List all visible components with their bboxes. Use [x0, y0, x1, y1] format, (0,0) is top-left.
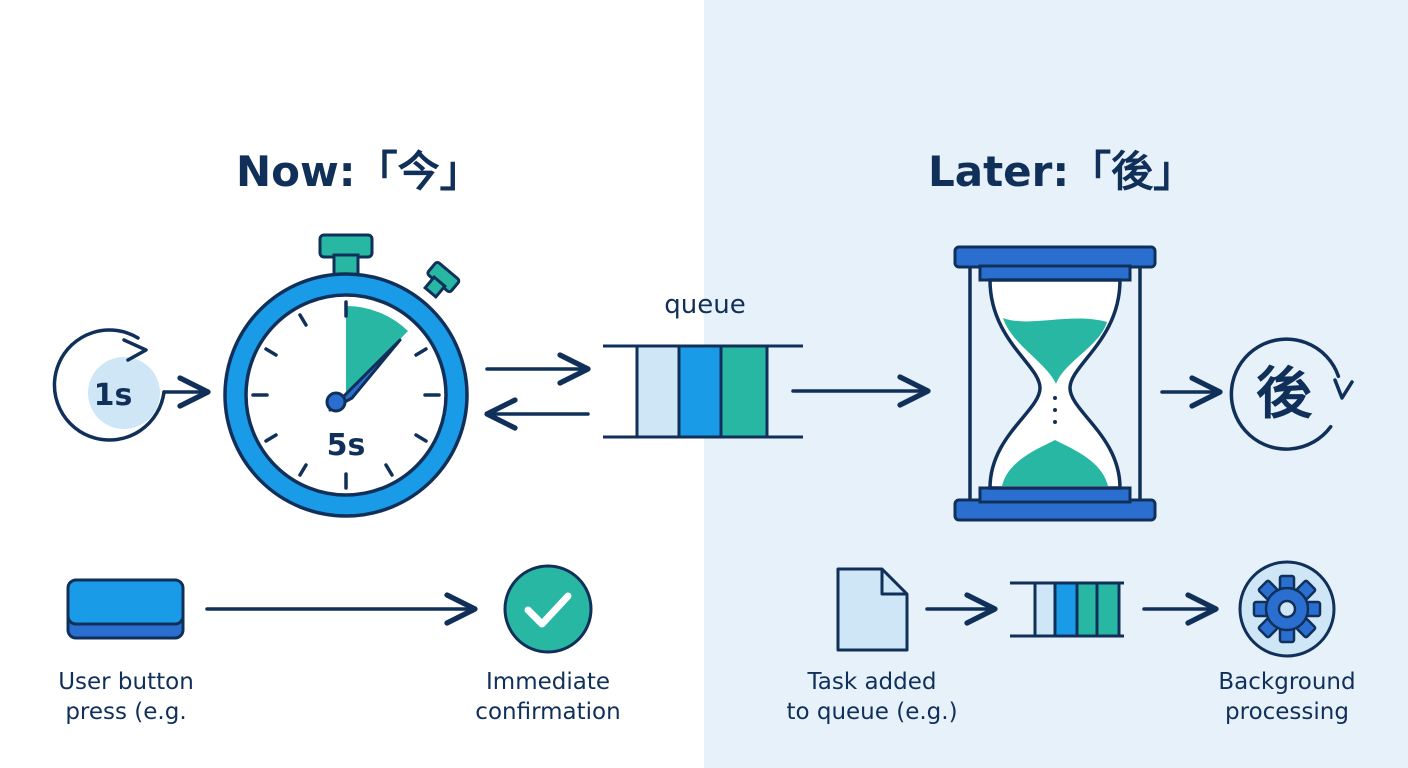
queue-icon: [603, 344, 803, 439]
now-heading: Now:「今」: [236, 147, 482, 196]
later-badge-icon: 後: [1229, 337, 1354, 451]
document-icon: [836, 567, 909, 652]
hourglass-icon: [953, 245, 1157, 522]
button-caption: User button press (e.g.: [58, 669, 194, 725]
confirmation-caption: Immediate confirmation: [475, 669, 621, 725]
task-caption: Task added to queue (e.g.): [786, 669, 958, 725]
later-heading: Later:「後」: [928, 147, 1196, 196]
stopwatch-icon: 5s: [223, 233, 469, 518]
small-timer-label: 1s: [94, 378, 133, 413]
small-queue-icon: [1010, 581, 1124, 638]
check-icon: [503, 564, 593, 654]
refresh-timer-icon: 1s: [52, 328, 166, 442]
processing-caption: Background processing: [1218, 669, 1356, 725]
button-icon: [66, 578, 185, 640]
stopwatch-label: 5s: [327, 428, 366, 463]
later-badge-label: 後: [1256, 362, 1313, 427]
queue-label: queue: [664, 290, 746, 320]
gear-icon: [1238, 560, 1336, 658]
